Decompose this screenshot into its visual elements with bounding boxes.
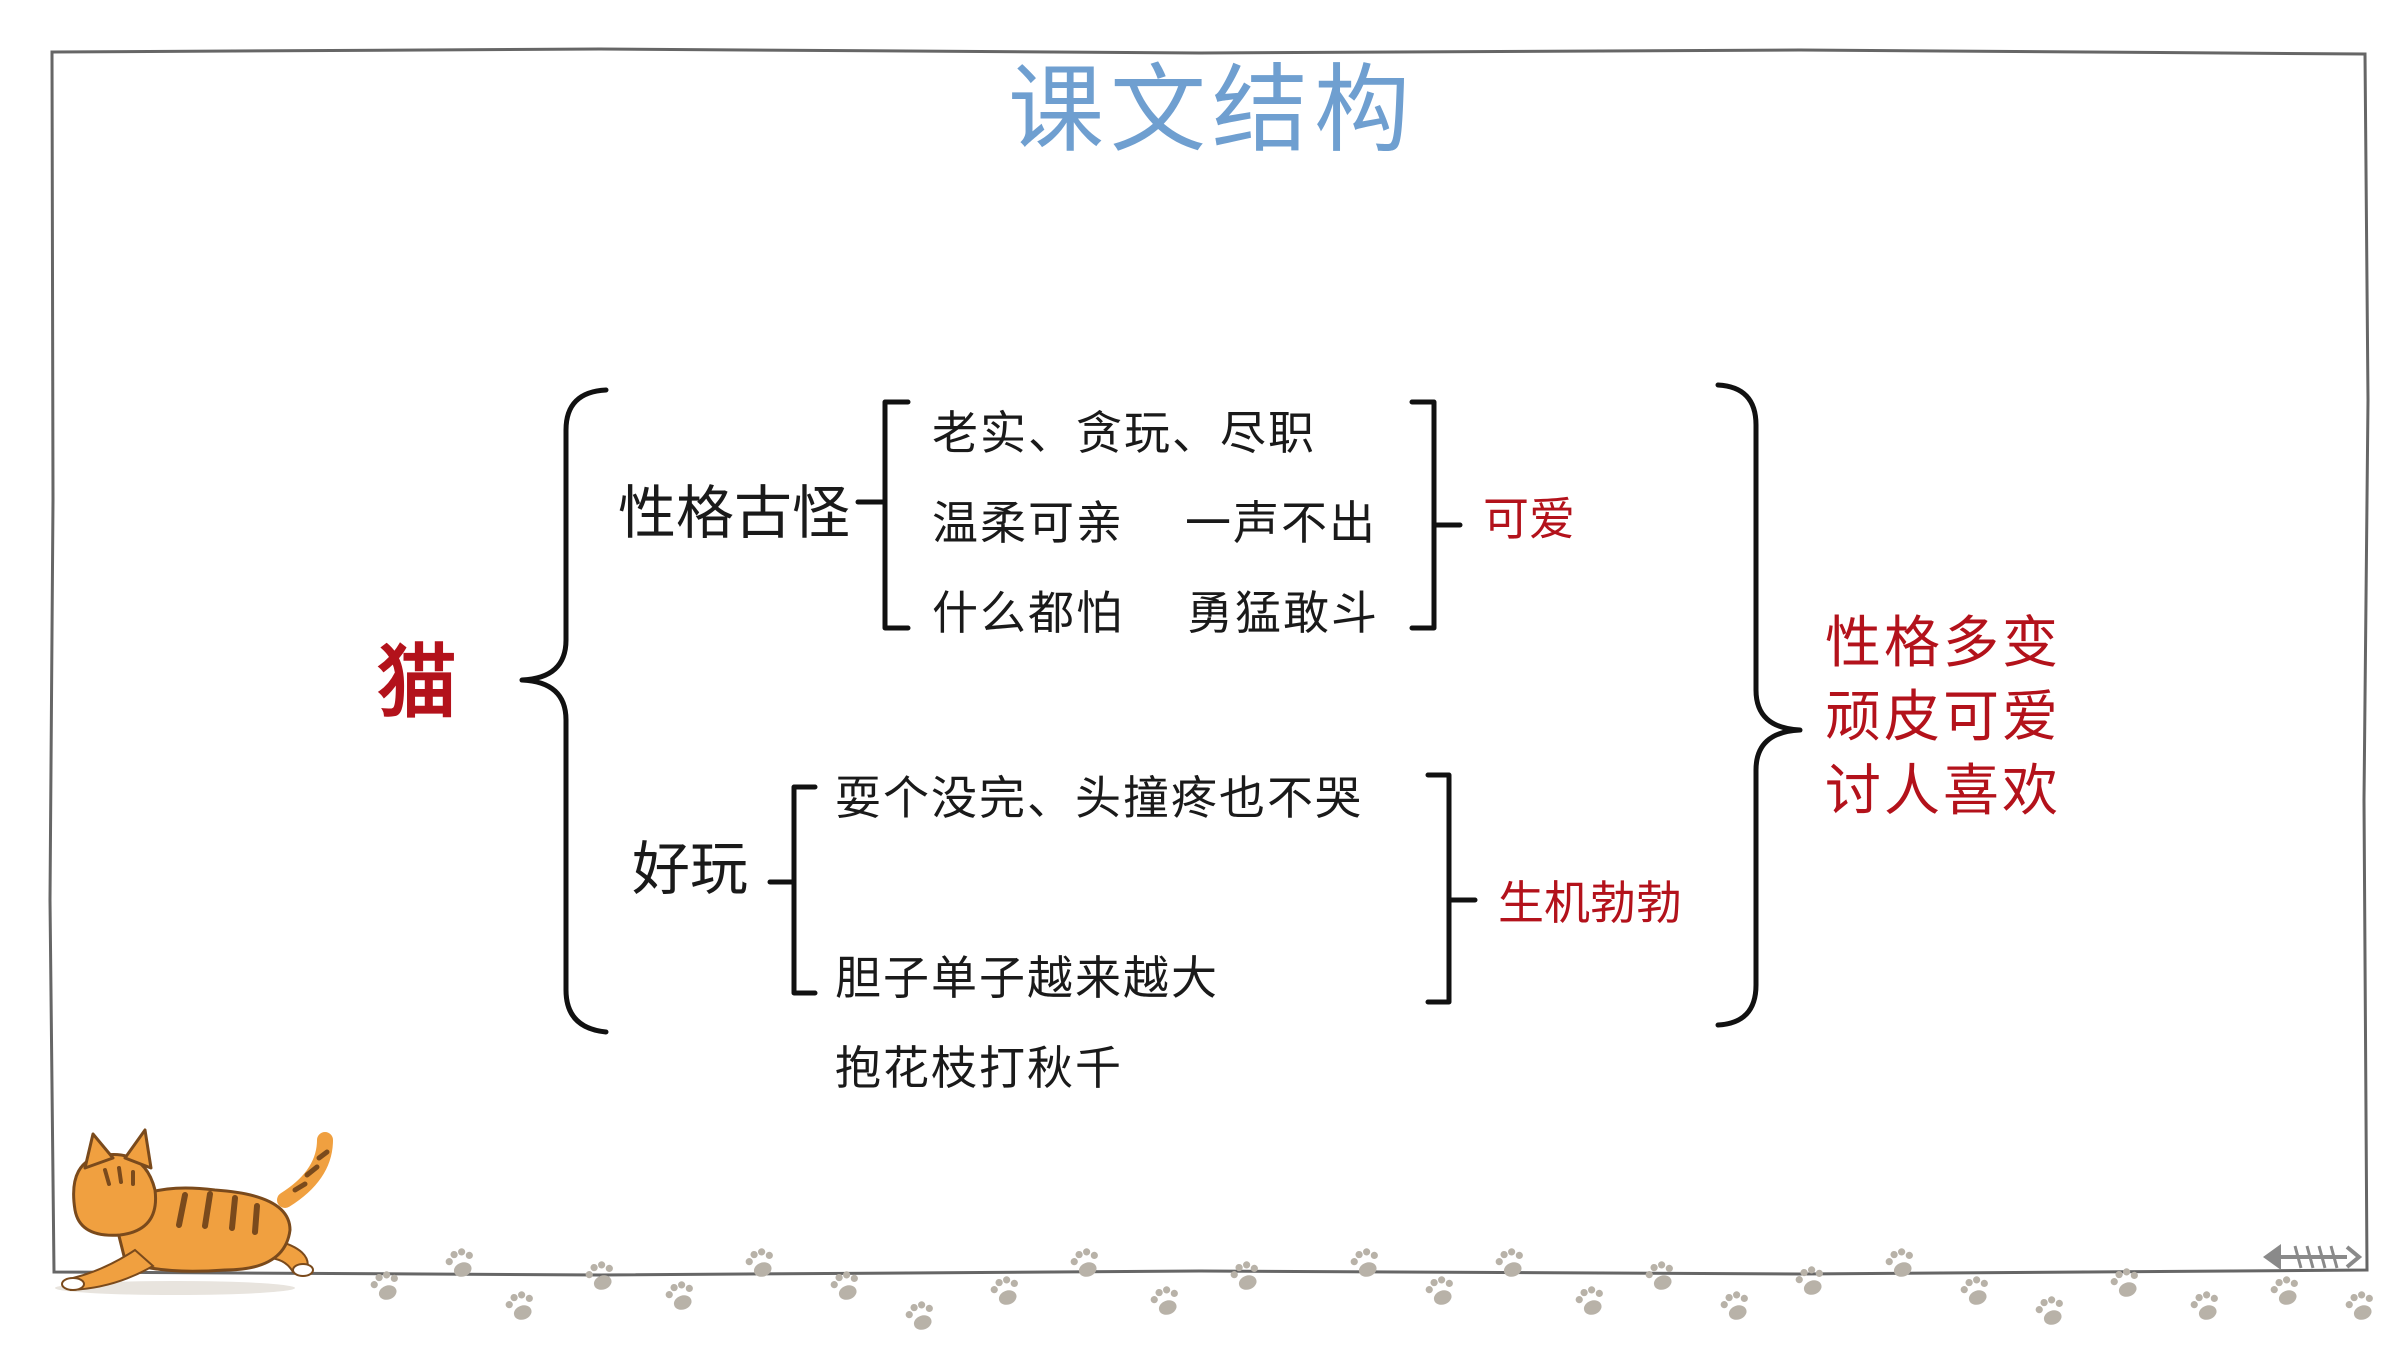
branch1-item: 什么都怕 <box>932 586 1124 640</box>
branch2-item: 胆子单子越来越大 <box>835 951 1219 1005</box>
paw-print-icon <box>367 1245 2379 1334</box>
root-label: 猫 <box>377 635 457 729</box>
branch2-item: 抱花枝打秋千 <box>835 1041 1123 1095</box>
main-left-brace <box>519 387 609 1035</box>
summary-line: 性格多变 <box>1825 611 2061 676</box>
summary-block: 性格多变 顽皮可爱 讨人喜欢 <box>1825 607 2061 829</box>
branch1-label: 性格古怪 <box>618 479 851 547</box>
summary-line: 讨人喜欢 <box>1825 759 2061 824</box>
branch1-item: 温柔可亲 <box>932 496 1124 550</box>
branch1-right-bracket <box>1409 399 1437 631</box>
page-title: 课文结构 <box>1008 54 1416 166</box>
branch2-label: 好玩 <box>632 835 749 903</box>
summary-right-brace <box>1715 382 1803 1028</box>
fish-bone-icon <box>2263 1244 2363 1270</box>
branch2-left-bracket <box>791 784 818 996</box>
branch1-item: 老实、贪玩、尽职 <box>932 406 1316 460</box>
branch1-item: 勇猛敢斗 <box>1187 586 1379 640</box>
branch1-left-bracket <box>882 399 911 631</box>
branch1-item: 一声不出 <box>1185 496 1377 550</box>
summary-line: 顽皮可爱 <box>1825 685 2061 750</box>
branch2-tag: 生机勃勃 <box>1498 876 1682 930</box>
branch1-tag: 可爱 <box>1483 492 1575 546</box>
cat-illustration-icon <box>55 1128 333 1295</box>
branch2-right-bracket <box>1425 772 1452 1005</box>
branch2-item: 耍个没完、头撞疼也不哭 <box>835 771 1363 825</box>
